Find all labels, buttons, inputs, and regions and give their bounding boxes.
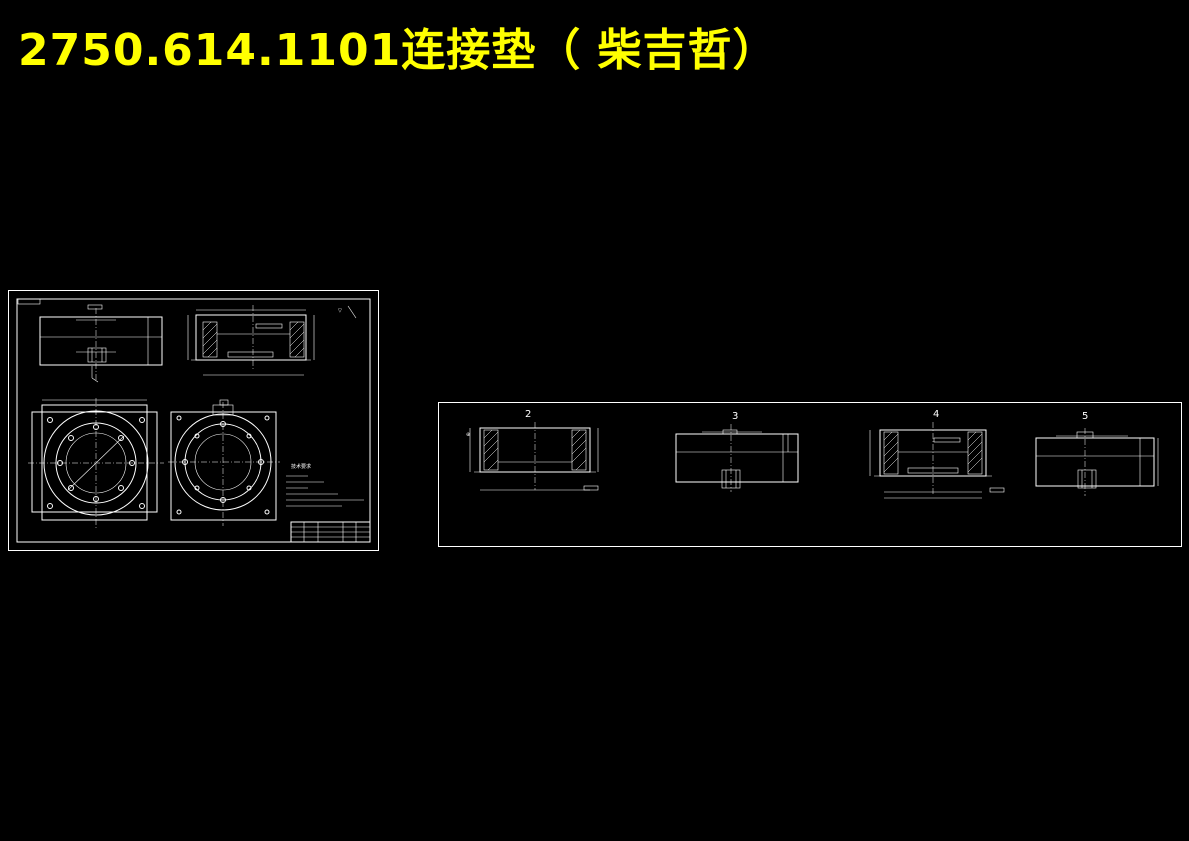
tech-requirements-heading: 技术要求 <box>291 463 311 470</box>
view-label-3: 3 <box>732 411 738 422</box>
process-view-2: 2 ⊕ <box>466 409 599 491</box>
process-view-5: 5 <box>1035 411 1159 496</box>
page-title: 2750.614.1101连接垫（ 柴吉哲） <box>18 25 778 76</box>
svg-text:⊕: ⊕ <box>466 432 470 438</box>
technical-requirements: 技术要求 <box>286 463 364 507</box>
plan-view-left <box>28 398 164 528</box>
view-label-2: 2 <box>525 409 531 420</box>
side-elevation-view <box>39 304 163 383</box>
process-drawing-sheet[interactable]: 2 ⊕ 3 4 <box>438 402 1183 548</box>
view-label-4: 4 <box>933 409 939 420</box>
view-label-5: 5 <box>1082 411 1088 422</box>
svg-text:▽: ▽ <box>338 308 342 314</box>
process-view-4: 4 <box>869 409 1005 499</box>
plan-view-right <box>168 399 280 526</box>
title-block <box>290 521 371 543</box>
part-drawing-sheet[interactable]: ▽ <box>8 290 380 552</box>
process-view-3: 3 <box>675 411 799 492</box>
section-view: ▽ <box>187 305 357 376</box>
